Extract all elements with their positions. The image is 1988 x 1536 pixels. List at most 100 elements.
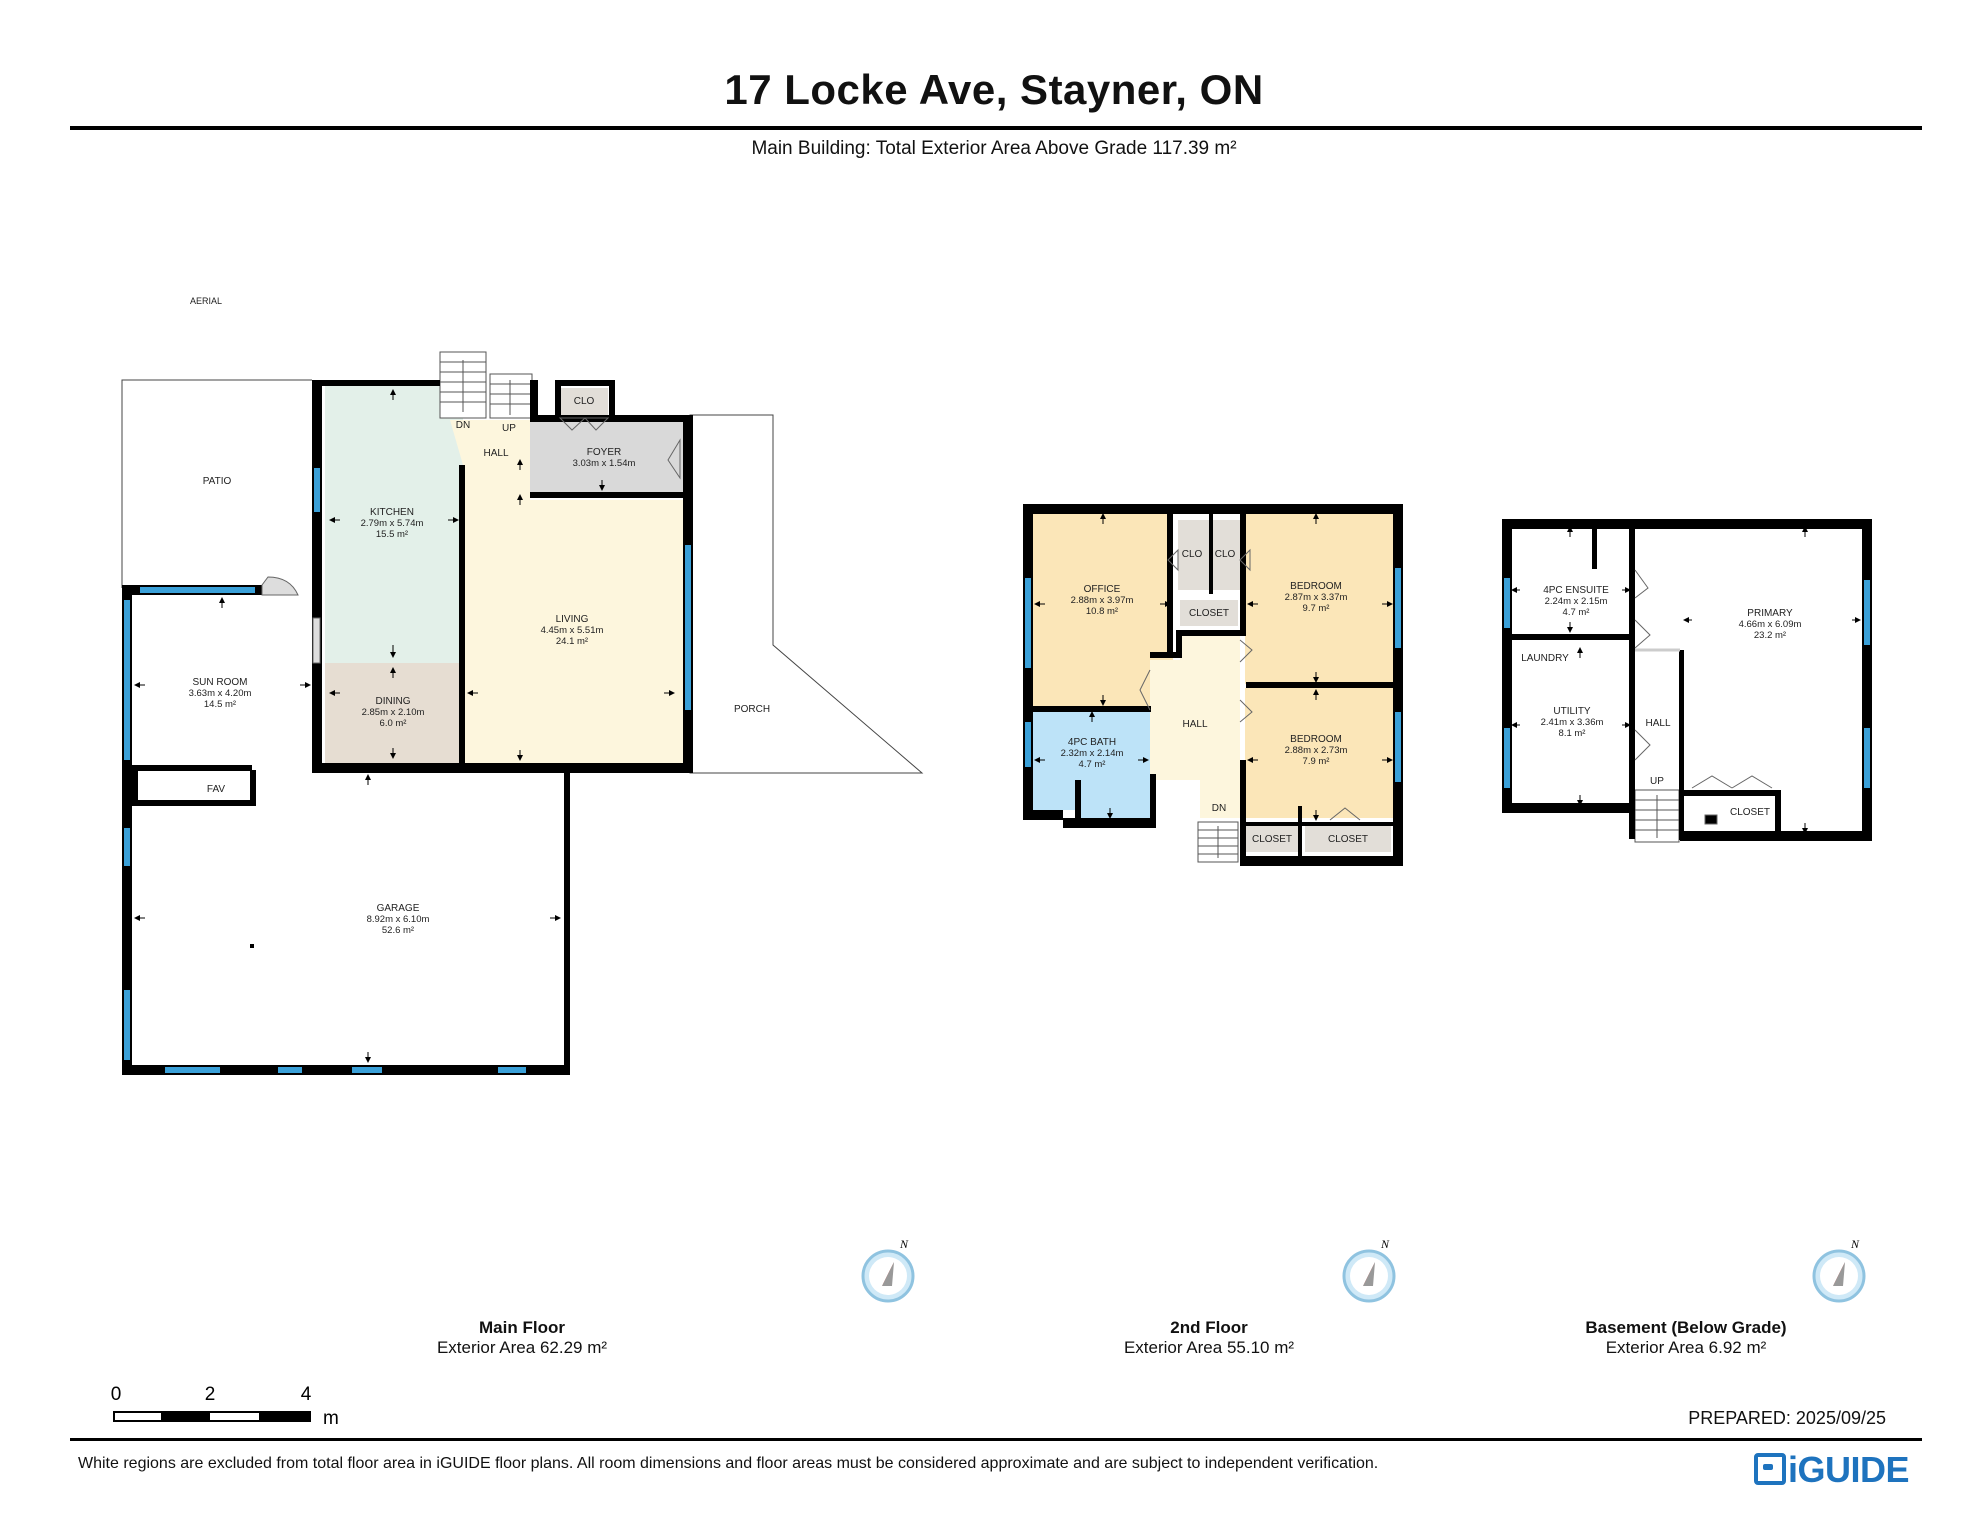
svg-text:2.32m x 2.14m: 2.32m x 2.14m [1061,748,1124,759]
sunroom-label: SUN ROOM 3.63m x 4.20m 14.5 m² [189,677,252,710]
disclaimer-text: White regions are excluded from total fl… [78,1455,1379,1472]
svg-text:GARAGE: GARAGE [377,903,420,914]
main-stairs [439,351,533,419]
svg-text:23.2 m²: 23.2 m² [1754,630,1786,641]
bath-2f-label: 4PC BATH 2.32m x 2.14m 4.7 m² [1061,737,1124,770]
main-floor-caption: Main Floor Exterior Area 62.29 m² [342,1318,702,1358]
svg-text:6.0 m²: 6.0 m² [380,718,407,729]
main-windows [124,468,691,1073]
bedroom1-fill [1245,514,1395,684]
basement-area: Exterior Area 6.92 m² [1605,1338,1767,1357]
basement-name: Basement (Below Grade) [1585,1318,1787,1337]
closet-2f-br-label: CLOSET [1328,834,1368,845]
laundry-label: LAUNDRY [1521,653,1569,664]
hall-basement-label: HALL [1645,718,1670,729]
basement-plan: LAUNDRY HALL UP CLOSET 4PC ENSUITE 2.24m… [1502,519,1872,843]
compass-2f: N [1342,1237,1396,1303]
clo-2f-label-2: CLO [1215,549,1236,560]
bedroom2-fill [1245,688,1395,818]
page-title: 17 Locke Ave, Stayner, ON [724,66,1264,113]
second-floor-caption: 2nd Floor Exterior Area 55.10 m² [1029,1318,1389,1358]
svg-text:2.79m x 5.74m: 2.79m x 5.74m [361,518,424,529]
svg-text:4: 4 [301,1384,312,1405]
clo-label: CLO [574,396,595,407]
footer-divider [70,1438,1922,1441]
basement-caption: Basement (Below Grade) Exterior Area 6.9… [1506,1318,1866,1358]
svg-text:3.63m x 4.20m: 3.63m x 4.20m [189,688,252,699]
iguide-logo: iGUIDE [1754,1449,1910,1491]
walls-basement [1502,519,1872,841]
closet-2f-bl-label: CLOSET [1252,834,1292,845]
clo-2f-label-1: CLO [1182,549,1203,560]
kitchen-fill [325,385,463,663]
svg-text:OFFICE: OFFICE [1084,584,1121,595]
closet-bl-fill [1245,826,1300,852]
doors-basement [1634,569,1773,825]
svg-text:DINING: DINING [376,696,411,707]
foyer-label: FOYER 3.03m x 1.54m [573,447,636,469]
svg-text:4.45m x 5.51m: 4.45m x 5.51m [541,625,604,636]
svg-text:4PC BATH: 4PC BATH [1068,737,1116,748]
svg-text:LIVING: LIVING [556,614,589,625]
scale-bar: 0 2 4 m [111,1384,339,1429]
svg-text:UTILITY: UTILITY [1553,706,1591,717]
windows-2f [1025,568,1401,782]
ensuite-label: 4PC ENSUITE 2.24m x 2.15m 4.7 m² [1543,585,1609,618]
svg-text:4PC ENSUITE: 4PC ENSUITE [1543,585,1609,596]
stairs-basement [1634,789,1680,843]
page-subtitle: Main Building: Total Exterior Area Above… [751,138,1237,159]
svg-text:15.5 m²: 15.5 m² [376,529,408,540]
svg-text:2.88m x 3.97m: 2.88m x 3.97m [1071,595,1134,606]
svg-text:SUN ROOM: SUN ROOM [193,677,248,688]
svg-text:N: N [1380,1237,1390,1251]
svg-text:10.8 m²: 10.8 m² [1086,606,1118,617]
svg-text:2.87m x 3.37m: 2.87m x 3.37m [1285,592,1348,603]
compass-basement: N [1812,1237,1866,1303]
main-floor-plan: AERIAL PATIO PORCH HALL DN UP CLO FAV KI… [121,296,924,1075]
iguide-logo-text: iGUIDE [1788,1449,1910,1490]
svg-text:N: N [899,1237,909,1251]
closet-br-fill [1305,826,1391,852]
garage-marker [250,944,254,948]
up-basement-label: UP [1650,776,1664,787]
main-floor-name: Main Floor [479,1318,565,1337]
svg-text:BEDROOM: BEDROOM [1290,734,1342,745]
foyer-fill [530,420,683,496]
fav-label: FAV [207,784,225,795]
closet-basement-label: CLOSET [1730,807,1770,818]
closet-top-fill [1180,600,1238,626]
svg-text:24.1 m²: 24.1 m² [556,636,588,647]
second-floor-plan: CLO CLO CLOSET HALL DN CLOSET CLOSET OFF… [1023,504,1403,866]
garage-label: GARAGE 8.92m x 6.10m 52.6 m² [367,903,430,936]
patio-outline [121,379,312,588]
svg-text:7.9 m²: 7.9 m² [1303,756,1330,767]
svg-text:52.6 m²: 52.6 m² [382,925,414,936]
iguide-logo-icon [1754,1453,1786,1485]
hall-label: HALL [483,448,508,459]
stairs-2f [1197,821,1239,863]
office-fill [1033,514,1173,708]
up-label: UP [502,423,516,434]
svg-text:2.41m x 3.36m: 2.41m x 3.36m [1541,717,1604,728]
doors-2f [1139,548,1361,821]
dn-2f-label: DN [1212,803,1226,814]
svg-text:m: m [323,1408,339,1429]
bedroom1-label: BEDROOM 2.87m x 3.37m 9.7 m² [1285,581,1348,614]
bath-fill [1033,712,1150,818]
svg-text:4.7 m²: 4.7 m² [1563,607,1590,618]
prepared-date: PREPARED: 2025/09/25 [1688,1408,1886,1428]
svg-text:2: 2 [205,1384,216,1405]
svg-text:9.7 m²: 9.7 m² [1303,603,1330,614]
svg-text:8.92m x 6.10m: 8.92m x 6.10m [367,914,430,925]
compass-main: N [861,1237,915,1303]
dining-fill [325,663,463,763]
arrows-2f [1034,513,1393,821]
second-floor-area: Exterior Area 55.10 m² [1123,1338,1295,1357]
dining-label: DINING 2.85m x 2.10m 6.0 m² [362,696,425,729]
svg-text:N: N [1850,1237,1860,1251]
closet-2f-top-label: CLOSET [1189,608,1229,619]
patio-label: PATIO [203,476,232,487]
hall-2f-label: HALL [1182,719,1207,730]
hall2-fill [1150,636,1240,818]
